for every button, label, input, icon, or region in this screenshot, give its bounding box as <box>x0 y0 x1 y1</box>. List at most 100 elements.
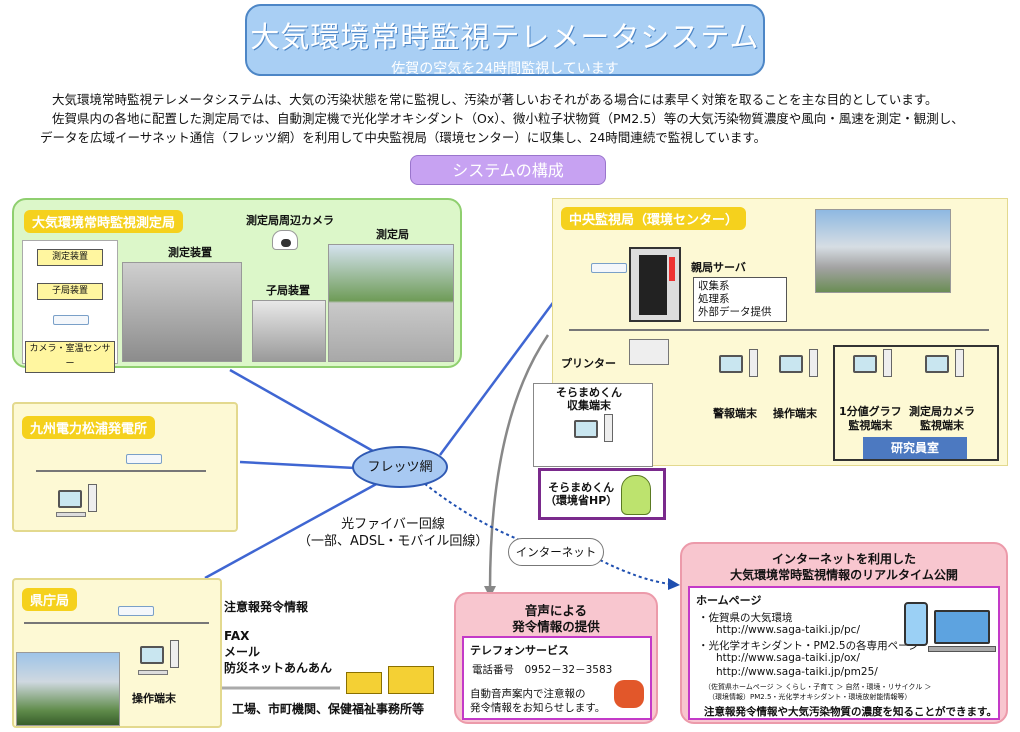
factory-icon <box>346 672 382 694</box>
channel-bousai: 防災ネットあんあん <box>224 661 333 675</box>
soramame-character-icon <box>621 475 651 515</box>
flets-network: フレッツ網 <box>352 446 448 488</box>
pc-tower-icon <box>170 640 179 668</box>
fiber-label: 光ファイバー回線 （一部、ADSL・モバイル回線） <box>298 516 488 550</box>
voice-phone: 電話番号 0952－32－3583 <box>472 664 613 676</box>
web-url-3[interactable]: http://www.saga-taiki.jp/pm25/ <box>716 666 878 678</box>
router-icon <box>118 606 154 616</box>
research-room-label: 研究員室 <box>863 437 967 459</box>
pref-terminal-label: 操作端末 <box>132 692 176 705</box>
pref-panel: 県庁局 操作端末 <box>12 578 222 728</box>
center-bus <box>569 329 989 331</box>
kyuden-panel: 九州電力松浦発電所 <box>12 402 238 532</box>
web-item-2: ・光化学オキシダント・PM2.5の各専用ページ <box>698 640 919 652</box>
soramame-hp-box: そらまめくん （環境省HP） <box>538 468 666 520</box>
box-measure: 測定装置 <box>37 249 103 266</box>
fiber-line-2: （一部、ADSL・モバイル回線） <box>298 534 489 549</box>
server-functions: 収集系 処理系 外部データ提供 <box>693 277 787 322</box>
pc-tower-icon <box>88 484 97 512</box>
keyboard-icon <box>56 512 86 517</box>
center-panel: 中央監視局（環境センター） 親局サーバ 収集系 処理系 外部データ提供 プリンタ… <box>533 198 1008 467</box>
laptop-base-icon <box>928 646 996 652</box>
flets-label: フレッツ網 <box>367 460 433 475</box>
pc-monitor-icon <box>853 355 877 373</box>
server-icon <box>629 247 681 322</box>
web-note-2: （環境情報）PM2.5・光化学オキシダント・環境放射能情報等） <box>708 693 912 701</box>
soramame-collect-box: そらまめくん 収集端末 <box>533 383 653 467</box>
internet-cloud: インターネット <box>508 538 604 566</box>
func-collect: 収集系 <box>698 280 730 292</box>
pc-monitor-icon <box>719 355 743 373</box>
page-title: 大気環境常時監視テレメータシステム <box>250 20 760 54</box>
web-panel: インターネットを利用した 大気環境常時監視情報のリアルタイム公開 ホームページ … <box>680 542 1008 724</box>
alarm-terminal-label: 警報端末 <box>713 407 757 420</box>
web-url-1[interactable]: http://www.saga-taiki.jp/pc/ <box>716 624 860 636</box>
homepage-label: ホームページ <box>696 594 762 607</box>
smartphone-icon <box>904 602 928 646</box>
pref-tag: 県庁局 <box>22 588 78 611</box>
pc-monitor-icon <box>574 420 598 438</box>
voice-desc-1: 自動音声案内で注意報の <box>470 688 586 700</box>
device-photo <box>122 262 242 362</box>
server-label: 親局サーバ <box>691 261 746 274</box>
laptop-icon <box>934 610 990 644</box>
building-icon <box>388 666 434 694</box>
station-tag: 大気環境常時監視測定局 <box>24 210 184 233</box>
keyboard-icon <box>138 670 168 675</box>
operation-terminal-label: 操作端末 <box>773 407 817 420</box>
pc-monitor-icon <box>925 355 949 373</box>
voice-service-label: テレフォンサービス <box>470 644 569 657</box>
device-label: 測定装置 <box>168 246 212 259</box>
alert-info-label: 注意報発令情報 <box>224 600 309 614</box>
voice-title-1: 音声による <box>524 603 588 618</box>
recipients-label: 工場、市町機関、保健福祉事務所等 <box>232 702 425 716</box>
soramame-collect-label: そらまめくん 収集端末 <box>556 386 622 412</box>
alert-channels: FAX メール 防災ネットあんあん <box>224 628 332 676</box>
intro-line-2: 佐賀県内の各地に配置した測定局では、自動測定機で光化学オキシダント（Ox）、微小… <box>52 111 964 126</box>
router-icon <box>53 315 89 325</box>
channel-mail: メール <box>224 645 261 659</box>
pref-bus <box>24 622 209 624</box>
fiber-line-1: 光ファイバー回線 <box>341 517 445 532</box>
pc-tower-icon <box>749 349 758 377</box>
kyuden-bus <box>36 470 206 472</box>
intro-text: 大気環境常時監視テレメータシステムは、大気の汚染状態を常に監視し、汚染が著しいお… <box>40 90 1000 147</box>
voice-info-box: テレフォンサービス 電話番号 0952－32－3583 自動音声案内で注意報の … <box>462 636 652 720</box>
pc-monitor-icon <box>58 490 82 508</box>
camera-icon <box>272 230 298 250</box>
printer-label: プリンター <box>561 357 616 370</box>
web-title-1: インターネットを利用した <box>771 552 916 566</box>
page-subtitle: 佐賀の空気を24時間監視しています <box>391 61 619 77</box>
station-label: 測定局 <box>376 228 409 241</box>
graph-terminal-label: 1分値グラフ 監視端末 <box>839 405 902 432</box>
intro-line-3: データを広域イーサネット通信（フレッツ網）を利用して中央監視局（環境センター）に… <box>40 130 767 145</box>
soramame-hp-label: そらまめくん （環境省HP） <box>545 481 618 507</box>
box-sub: 子局装置 <box>37 283 103 300</box>
func-process: 処理系 <box>698 293 730 305</box>
sub-device-label: 子局装置 <box>266 284 310 297</box>
printer-icon <box>629 339 669 365</box>
section-title: システムの構成 <box>410 155 606 185</box>
research-room-group: 1分値グラフ 監視端末 測定局カメラ 監視端末 研究員室 <box>833 345 999 461</box>
pc-monitor-icon <box>140 646 164 664</box>
pc-monitor-icon <box>779 355 803 373</box>
station-panel: 大気環境常時監視測定局 測定装置 子局装置 カメラ・室温センサー 測定局周辺カメ… <box>12 198 462 373</box>
box-camera: カメラ・室温センサー <box>25 341 115 373</box>
pc-tower-icon <box>955 349 964 377</box>
func-external: 外部データ提供 <box>698 306 772 318</box>
web-note-1: （佐賀県ホームページ ＞ くらし・子育て ＞ 自然・環境・リサイクル ＞ <box>704 683 932 691</box>
web-footer: 注意報発令情報や大気汚染物質の濃度を知ることができます。 <box>704 706 997 718</box>
internet-label: インターネット <box>515 545 597 559</box>
sub-device-photo <box>252 300 326 362</box>
station-block-diagram: 測定装置 子局装置 カメラ・室温センサー <box>22 240 118 373</box>
pc-tower-icon <box>809 349 818 377</box>
web-item-1: ・佐賀県の大気環境 <box>698 612 793 624</box>
title-banner: 大気環境常時監視テレメータシステム 佐賀の空気を24時間監視しています <box>245 4 765 77</box>
voice-desc-2: 発令情報をお知らせします。 <box>470 702 606 714</box>
pc-tower-icon <box>604 414 613 442</box>
voice-title-2: 発令情報の提供 <box>512 619 600 634</box>
router-icon <box>591 263 627 273</box>
voice-panel: 音声による 発令情報の提供 テレフォンサービス 電話番号 0952－32－358… <box>454 592 658 724</box>
web-url-2[interactable]: http://www.saga-taiki.jp/ox/ <box>716 652 860 664</box>
router-icon <box>126 454 162 464</box>
